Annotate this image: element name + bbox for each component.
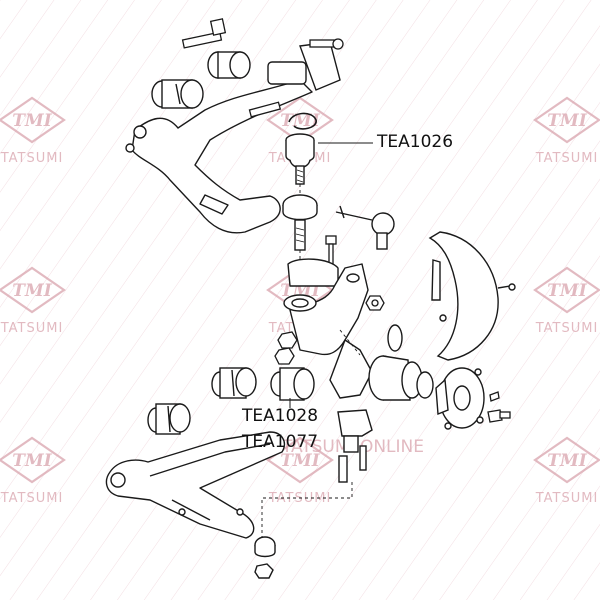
upper-ball-joint-label: TEA1026 [377,132,454,152]
knuckle-bolts [325,235,385,311]
svg-text:TMI: TMI [280,111,320,131]
lower-control-arm [105,431,286,539]
circlip [288,112,317,130]
svg-text:TATSUMI: TATSUMI [0,151,63,166]
lower-stud-and-nut [254,536,276,579]
lower-bushing-label-a: TEA1028 [242,406,319,426]
lower-ball-joint-clamp [337,409,373,483]
svg-text:TATSUMI: TATSUMI [0,491,63,506]
svg-text:TATSUMI: TATSUMI [268,491,332,506]
watermark-logo: TMI TATSUMI [266,436,334,506]
svg-text:TMI: TMI [12,281,52,301]
watermark-logo: TMI TATSUMI [533,266,600,336]
tie-rod-end [335,205,395,250]
lower-arm-bushings [147,367,315,435]
svg-text:TMI: TMI [12,451,52,471]
brake-shield [428,231,516,361]
watermark-logo: TMI TATSUMI [533,436,600,506]
washers-and-nuts [274,331,298,365]
upper-control-arm [125,79,313,234]
svg-text:TMI: TMI [547,111,587,131]
svg-text:TATSUMI: TATSUMI [0,321,63,336]
svg-text:TATSUMI: TATSUMI [535,491,599,506]
svg-text:TMI: TMI [547,281,587,301]
wheel-bolts [487,391,511,423]
wheel-hub [368,324,485,430]
svg-text:TMI: TMI [280,451,320,471]
watermark-logo: TMI TATSUMI [533,96,600,166]
svg-text:TMI: TMI [547,451,587,471]
upper-bolts [181,18,344,118]
watermark-logo: TMI TATSUMI [0,266,66,336]
upper-ball-joint [285,133,315,185]
watermark-logo: TMI TATSUMI [0,96,66,166]
svg-text:TMI: TMI [12,111,52,131]
svg-text:TATSUMI: TATSUMI [535,321,599,336]
lower-ball-joint [282,194,318,251]
upper-arm-bushings [151,41,341,109]
watermark-logo: TMI TATSUMI [0,436,66,506]
assembly-leader-lines [261,184,361,540]
steering-knuckle [283,258,373,399]
lower-bushing-label-b: TEA1077 [242,432,319,452]
svg-text:TATSUMI: TATSUMI [535,151,599,166]
